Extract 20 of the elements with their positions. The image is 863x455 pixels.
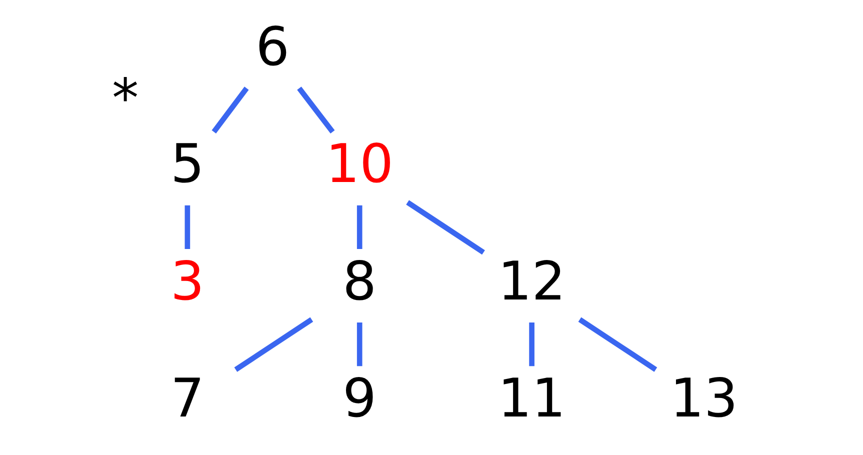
connector: [234, 317, 314, 372]
connector: [212, 86, 249, 134]
node-label: *: [112, 68, 139, 130]
node-text: 12: [498, 250, 566, 312]
node-text: 8: [342, 250, 377, 312]
node-text: 6: [256, 16, 290, 78]
connector: [297, 86, 335, 134]
connector: [356, 205, 362, 250]
connector: [356, 322, 362, 366]
node-text: 3: [170, 250, 204, 312]
node-text: 11: [498, 368, 566, 430]
node-text: 13: [670, 368, 738, 430]
connector: [406, 200, 485, 255]
node-text: 7: [170, 368, 204, 430]
connector: [529, 322, 534, 366]
node-text: 10: [326, 133, 394, 196]
connector: [578, 317, 658, 372]
node-text: 5: [170, 133, 204, 196]
connector: [184, 205, 190, 250]
node-text: 9: [342, 368, 377, 430]
